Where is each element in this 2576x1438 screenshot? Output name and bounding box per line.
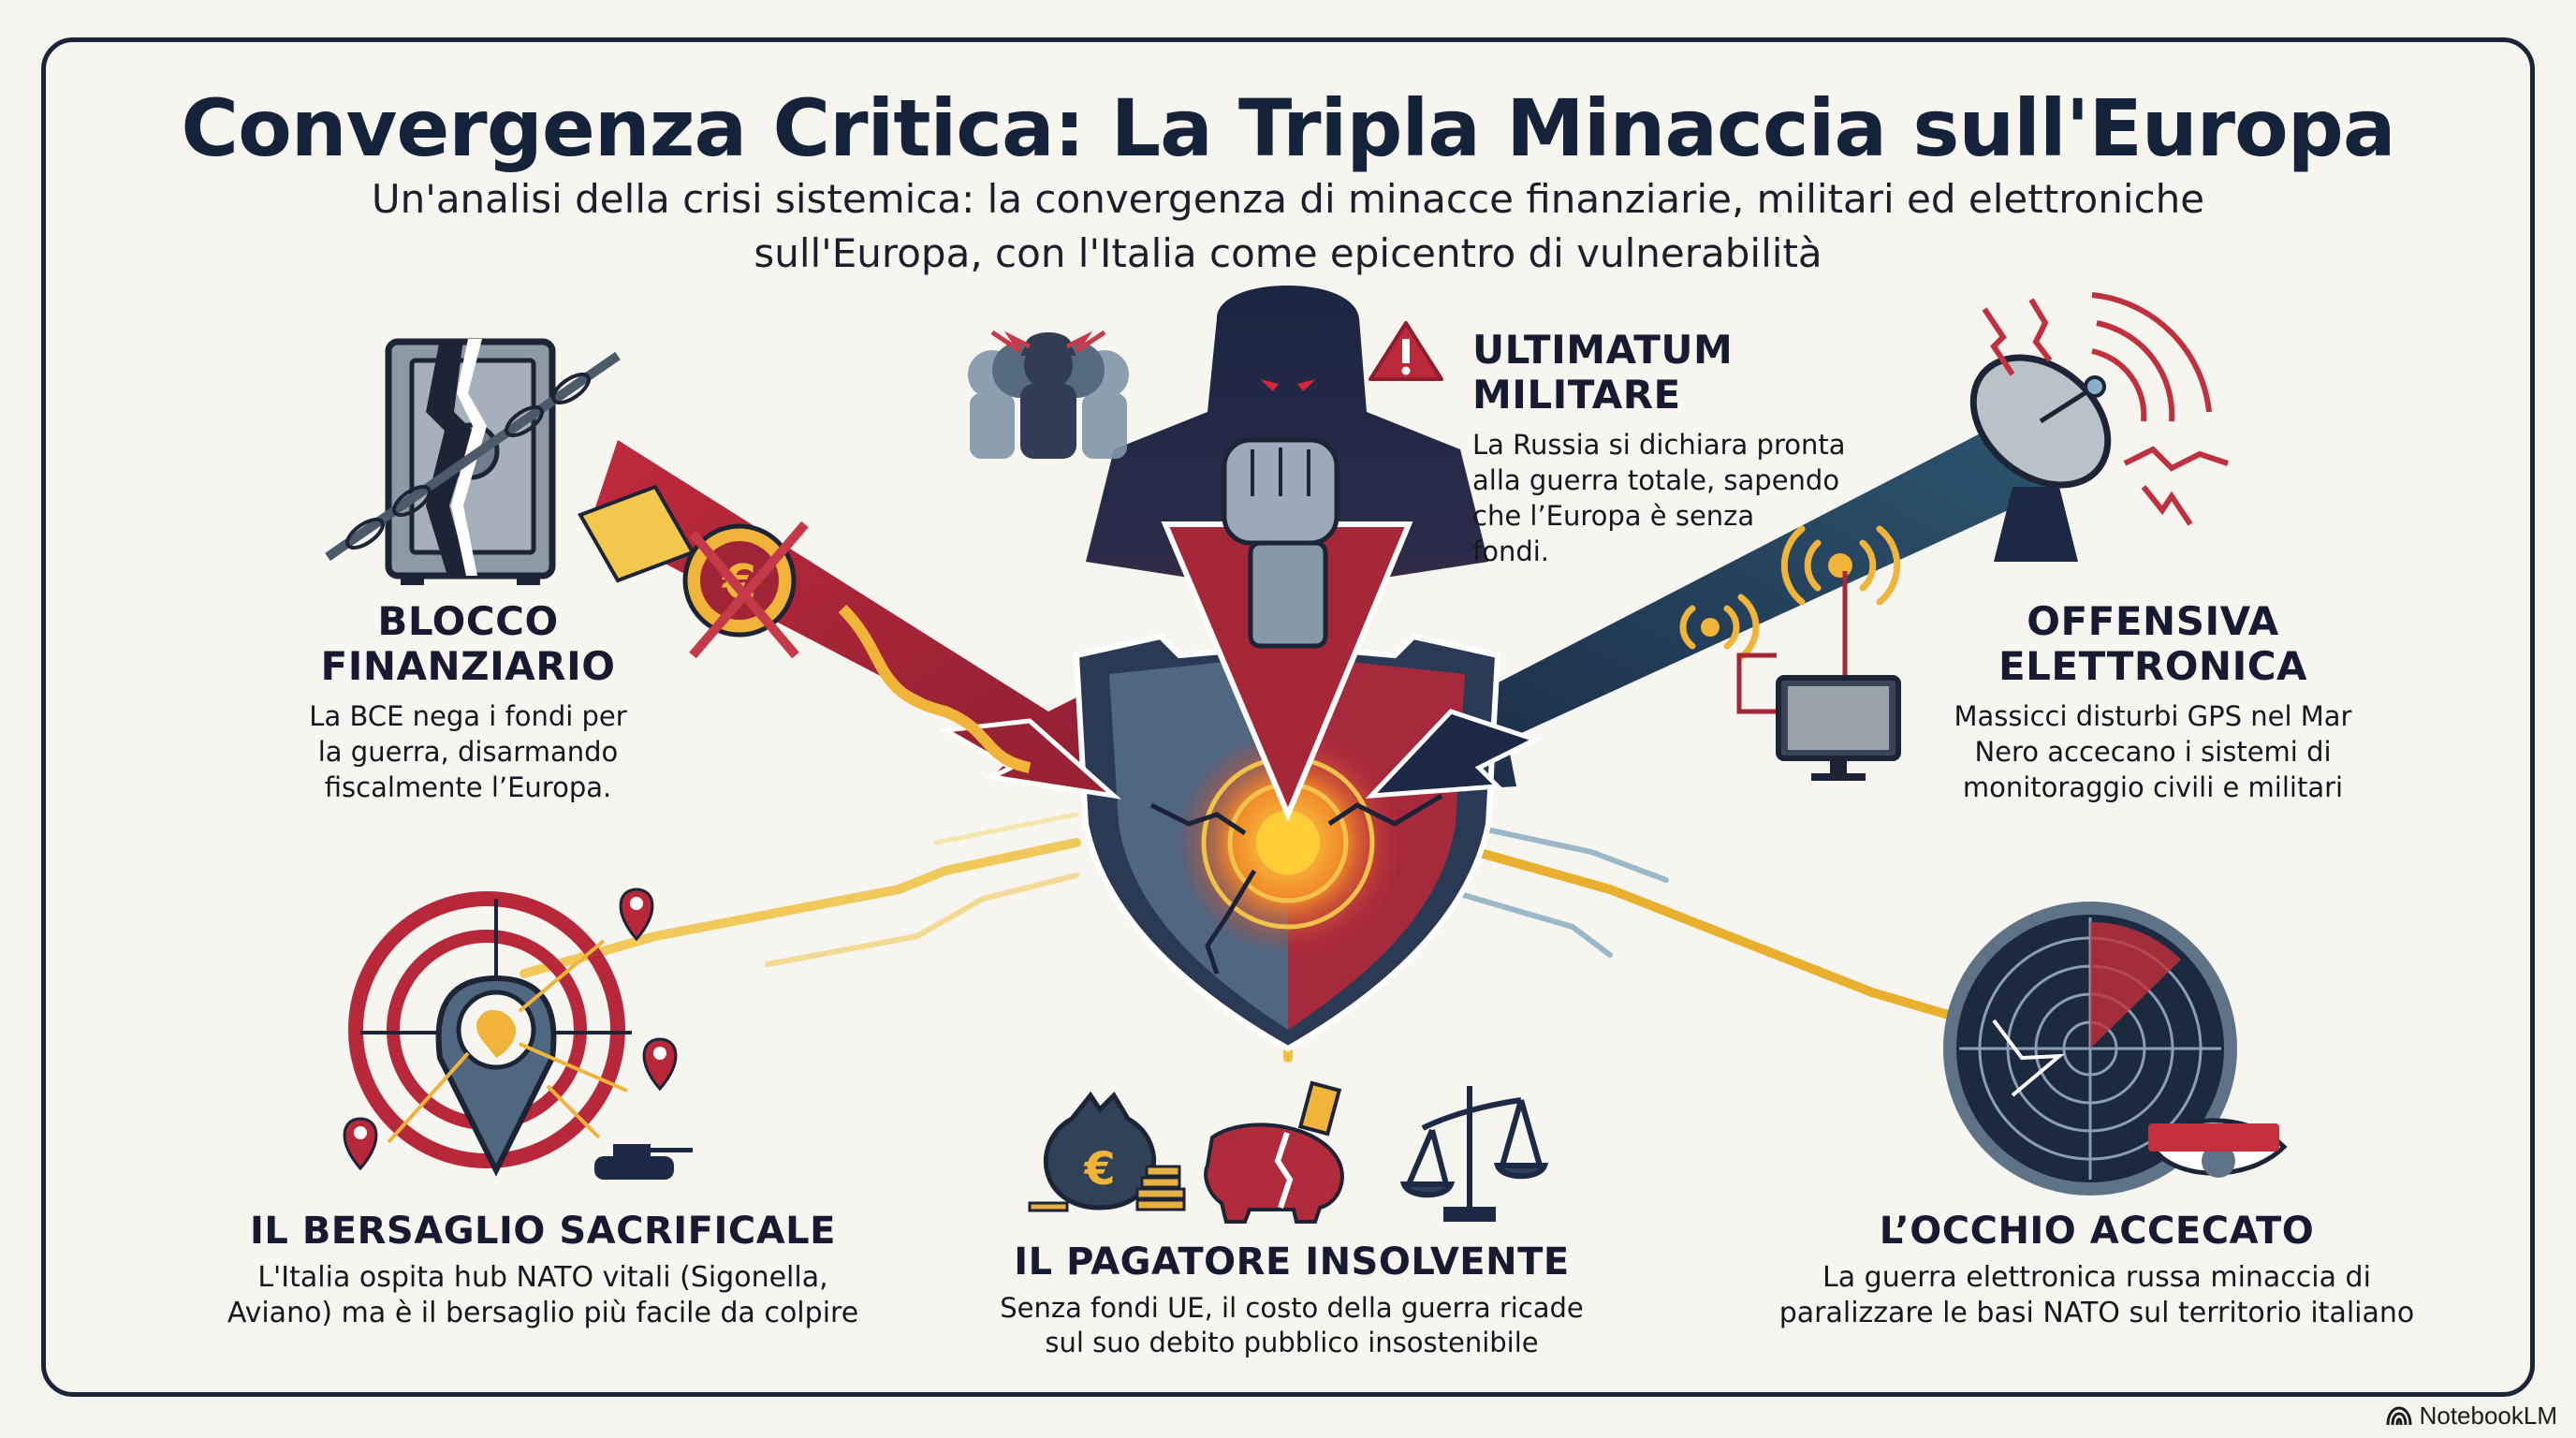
- cracked-shield-icon: [1073, 633, 1501, 1052]
- body-line: fiscalmente l’Europa.: [324, 771, 612, 803]
- blindfolded-radar-icon: [1943, 902, 2288, 1196]
- consequence-description: Senza fondi UE, il costo della guerra ri…: [964, 1291, 1619, 1360]
- page-subtitle: Un'analisi della crisi sistemica: la con…: [0, 172, 2576, 281]
- threat-description: La BCE nega i fondi per la guerra, disar…: [309, 698, 627, 805]
- scales-icon: [1399, 1086, 1549, 1222]
- subtitle-line-2: sull'Europa, con l'Italia come epicentro…: [754, 230, 1822, 276]
- consequence-title: IL BERSAGLIO SACRIFICALE: [250, 1210, 836, 1253]
- body-line: che l’Europa è senza: [1472, 500, 1755, 532]
- body-line: la guerra, disarmando: [317, 736, 619, 768]
- title-line-2: ELETTRONICA: [1998, 643, 2308, 689]
- body-line: L'Italia ospita hub NATO vitali (Sigonel…: [257, 1261, 828, 1294]
- brand-label: NotebookLM: [2419, 1401, 2557, 1430]
- title-line-1: OFFENSIVA: [2027, 598, 2279, 644]
- body-line: La BCE nega i fondi per: [309, 700, 627, 732]
- electronic-arrow: [1365, 709, 1542, 799]
- electronic-beam: [1357, 412, 2059, 796]
- page-title: Convergenza Critica: La Tripla Minaccia …: [181, 82, 2395, 174]
- threat-description: La Russia si dichiara pronta alla guerra…: [1472, 427, 1866, 569]
- broken-safe-icon: [325, 338, 621, 585]
- consequence-title: IL PAGATORE INSOLVENTE: [1014, 1240, 1570, 1284]
- satellite-dish-icon: [1969, 292, 2229, 562]
- hooded-figure-icon: [1086, 286, 1488, 822]
- body-line: La guerra elettronica russa minaccia di: [1822, 1261, 2371, 1294]
- body-line: sul suo debito pubblico insostenibile: [1045, 1327, 1539, 1358]
- threat-offensiva-elettronica: OFFENSIVA ELETTRONICA Massicci disturbi …: [1910, 599, 2396, 805]
- soldiers-icon: [968, 330, 1129, 459]
- body-line: La Russia si dichiara pronta: [1472, 429, 1846, 461]
- threat-ultimatum-militare: ULTIMATUM MILITARE La Russia si dichiara…: [1472, 328, 1866, 569]
- consequence-description: La guerra elettronica russa minaccia di …: [1750, 1260, 2443, 1331]
- threat-description: Massicci disturbi GPS nel Mar Nero accec…: [1910, 698, 2396, 805]
- money-bag-icon: €: [1028, 1091, 1186, 1212]
- notebooklm-brand: NotebookLM: [2386, 1401, 2557, 1431]
- title-line-2: MILITARE: [1472, 372, 1681, 418]
- threat-title: ULTIMATUM MILITARE: [1472, 328, 1866, 418]
- consequence-occhio-accecato: L’OCCHIO ACCECATO La guerra elettronica …: [1750, 1210, 2443, 1331]
- signal-wave-icon: [1679, 525, 1901, 661]
- consequence-bersaglio-sacrificale: IL BERSAGLIO SACRIFICALE L'Italia ospita…: [178, 1210, 908, 1331]
- static-monitor-icon: [1736, 571, 1901, 781]
- threat-blocco-finanziario: BLOCCO FINANZIARIO La BCE nega i fondi p…: [309, 599, 627, 805]
- notebooklm-logo-icon: [2386, 1405, 2412, 1425]
- body-line: paralizzare le basi NATO sul territorio …: [1778, 1297, 2415, 1329]
- consequence-pagatore-insolvente: IL PAGATORE INSOLVENTE Senza fondi UE, i…: [964, 1240, 1619, 1360]
- target-map-pin-icon: [343, 888, 693, 1180]
- body-line: Nero accecano i sistemi di: [1974, 736, 2332, 768]
- subtitle-line-1: Un'analisi della crisi sistemica: la con…: [371, 176, 2205, 222]
- title-line-2: FINANZIARIO: [320, 643, 616, 689]
- crossed-euro-coin-icon: €: [578, 484, 1032, 773]
- broken-piggy-bank-icon: [1204, 1080, 1344, 1224]
- tank-icon: [594, 1144, 693, 1180]
- body-line: fondi.: [1472, 536, 1550, 567]
- consequence-title: L’OCCHIO ACCECATO: [1879, 1210, 2315, 1253]
- threat-title: BLOCCO FINANZIARIO: [309, 599, 627, 689]
- title-line-1: BLOCCO: [377, 598, 559, 644]
- warning-icon: [1368, 321, 1443, 381]
- consequence-description: L'Italia ospita hub NATO vitali (Sigonel…: [178, 1260, 908, 1331]
- title-line-1: ULTIMATUM: [1472, 327, 1734, 373]
- body-line: monitoraggio civili e militari: [1962, 771, 2344, 803]
- svg-text:€: €: [1083, 1143, 1115, 1196]
- body-line: alla guerra totale, sapendo: [1472, 464, 1840, 496]
- body-line: Aviano) ma è il bersaglio più facile da …: [227, 1297, 859, 1329]
- threat-title: OFFENSIVA ELETTRONICA: [1910, 599, 2396, 689]
- body-line: Senza fondi UE, il costo della guerra ri…: [1000, 1292, 1584, 1324]
- body-line: Massicci disturbi GPS nel Mar: [1954, 700, 2352, 732]
